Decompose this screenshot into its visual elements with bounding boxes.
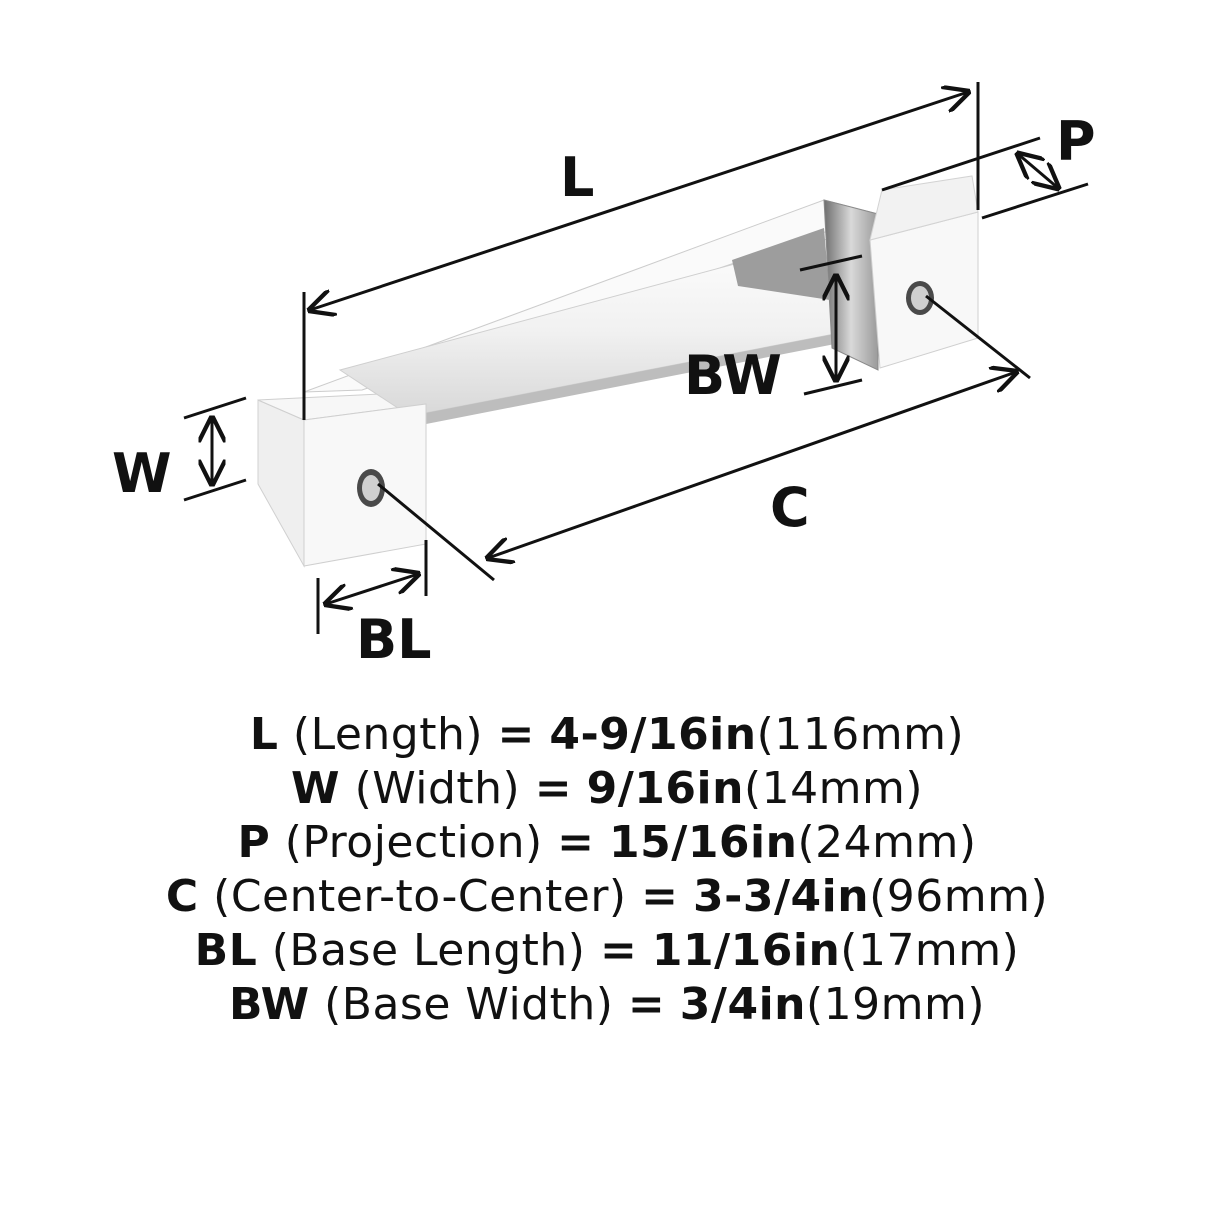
spec-equals: =: [641, 871, 679, 922]
bl-dimension-line: [326, 574, 418, 604]
p-dimension-line: [1018, 154, 1058, 188]
spec-description: (Center-to-Center): [213, 871, 627, 922]
spec-equals: =: [497, 709, 535, 760]
label-w: W: [112, 442, 172, 505]
spec-description: (Base Width): [324, 979, 614, 1030]
spec-description: (Length): [292, 709, 484, 760]
spec-metric-value: (17mm): [840, 925, 1020, 976]
bw-extension-bottom: [803, 378, 863, 396]
spec-key: BW: [228, 979, 310, 1030]
p-extension-top: [881, 136, 1041, 192]
spec-equals: =: [557, 817, 595, 868]
spec-metric-value: (116mm): [756, 709, 965, 760]
spec-row: C (Center-to-Center) = 3-3/4in(96mm): [0, 870, 1214, 924]
spec-metric-value: (96mm): [869, 871, 1049, 922]
c-leader-left: [377, 482, 495, 582]
spec-metric-value: (14mm): [743, 763, 923, 814]
spec-imperial-value: 15/16in: [609, 817, 798, 868]
spec-description: (Width): [354, 763, 521, 814]
label-p: P: [1056, 110, 1096, 173]
spec-imperial-value: 11/16in: [651, 925, 841, 976]
spec-row: L (Length) = 4-9/16in(116mm): [0, 708, 1214, 762]
w-extension-bottom: [183, 478, 247, 502]
p-extension-bottom: [981, 182, 1089, 220]
left-base-side: [257, 399, 305, 568]
bw-extension-top: [799, 254, 863, 272]
spec-key: P: [237, 817, 271, 868]
spec-row: P (Projection) = 15/16in(24mm): [0, 816, 1214, 870]
right-post: [823, 199, 879, 371]
spec-metric-value: (19mm): [806, 979, 986, 1030]
c-dimension-line: [488, 372, 1016, 558]
spec-row: BL (Base Length) = 11/16in(17mm): [0, 924, 1214, 978]
spec-equals: =: [534, 763, 573, 814]
label-c: C: [770, 476, 810, 539]
spec-equals: =: [627, 979, 666, 1030]
spec-key: C: [165, 871, 199, 922]
spec-row: BW (Base Width) = 3/4in(19mm): [0, 978, 1214, 1032]
dimension-lines: [183, 82, 1089, 634]
c-leader-right: [925, 294, 1031, 380]
spec-equals: =: [599, 925, 638, 976]
cabinet-pull-drawing: [257, 175, 979, 568]
handle-dimension-diagram: L P W BW C BL: [112, 82, 1096, 671]
spec-row: W (Width) = 9/16in(14mm): [0, 762, 1214, 816]
spec-key: W: [291, 763, 341, 814]
spec-key: L: [249, 709, 279, 760]
dimension-specs-list: L (Length) = 4-9/16in(116mm)W (Width) = …: [0, 708, 1214, 1032]
l-dimension-line: [310, 92, 968, 310]
spec-description: (Base Length): [271, 925, 586, 976]
left-screw-hole: [357, 469, 385, 507]
spec-metric-value: (24mm): [797, 817, 977, 868]
spec-imperial-value: 9/16in: [586, 763, 744, 814]
spec-imperial-value: 3/4in: [679, 979, 806, 1030]
label-bw: BW: [684, 344, 782, 407]
spec-description: (Projection): [284, 817, 543, 868]
w-extension-top: [183, 396, 247, 420]
spec-key: BL: [194, 925, 258, 976]
label-bl: BL: [356, 608, 432, 671]
spec-imperial-value: 4-9/16in: [549, 709, 757, 760]
spec-imperial-value: 3-3/4in: [692, 871, 870, 922]
label-l: L: [560, 146, 594, 209]
